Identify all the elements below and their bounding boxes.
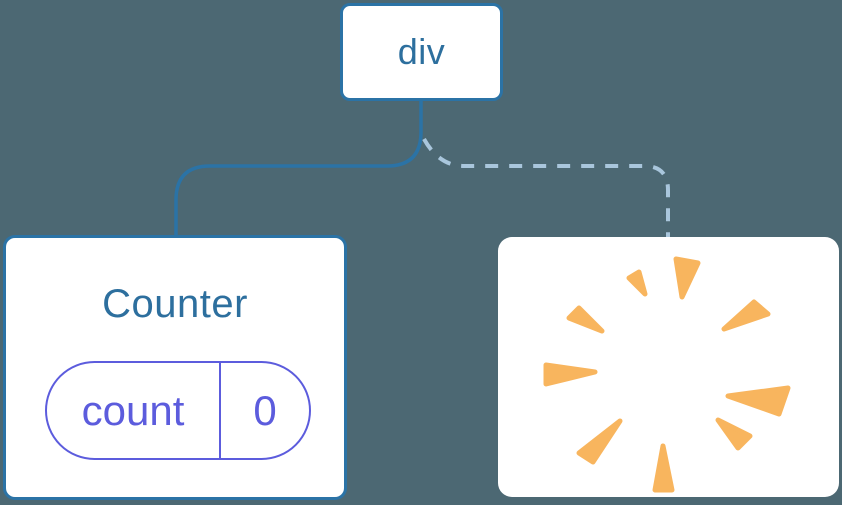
tree-node-counter: Counter count 0	[3, 235, 347, 500]
state-pill: count 0	[45, 361, 311, 460]
tree-node-div: div	[340, 3, 503, 101]
poof-burst-icon	[543, 256, 791, 493]
state-value-label: 0	[219, 363, 309, 458]
counter-title: Counter	[102, 282, 248, 326]
solid-connector-line	[174, 100, 423, 237]
div-node-label: div	[397, 31, 446, 72]
tree-node-removed	[498, 237, 839, 497]
dashed-connector-line	[422, 138, 670, 238]
state-key-label: count	[81, 386, 185, 434]
